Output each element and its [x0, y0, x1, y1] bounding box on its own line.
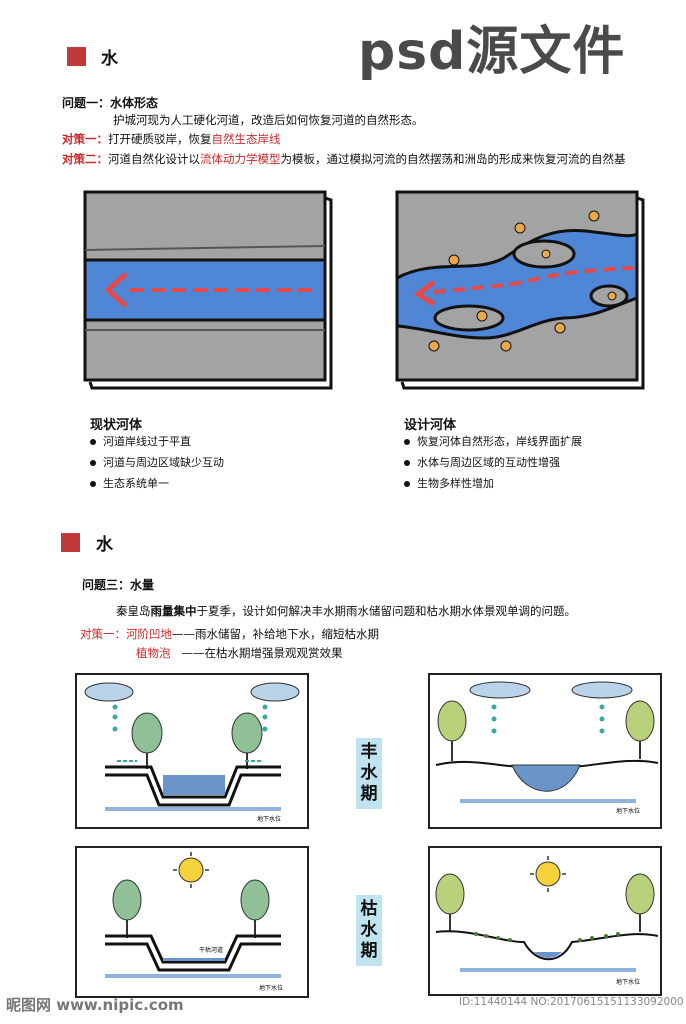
strategy-3-label: 对策一：	[80, 627, 126, 641]
strategy-2-text-b: 为模板，通过模拟河流的自然摆荡和洲岛的形成来恢复河流的自然基	[280, 152, 626, 166]
intro-a: 秦皇岛	[116, 604, 151, 618]
dry-season-tag: 枯水期	[356, 895, 382, 966]
dry-season-label: 枯水期	[360, 899, 378, 961]
question-3-intro: 秦皇岛雨量集中于夏季，设计如何解决丰水期雨水储留问题和枯水期水体景观单调的问题。	[116, 603, 576, 619]
design-river-list: 恢复河体自然形态，岸线界面扩展 水体与周边区域的互动性增强 生物多样性增加	[404, 431, 582, 494]
strategy-2-highlight: 流体动力学模型	[200, 152, 281, 166]
section-marker-2	[61, 533, 80, 552]
list-item: 恢复河体自然形态，岸线界面扩展	[404, 431, 582, 452]
intro-b: 于夏季，设计如何解决丰水期雨水储留问题和枯水期水体景观单调的问题。	[196, 604, 577, 618]
question-1-intro: 护城河现为人工硬化河道，改造后如何恢复河道的自然形态。	[113, 113, 424, 127]
footer-site: 昵图网 www.nipic.com	[6, 996, 184, 1014]
dry-season-natural-diagram: 地下水位	[435, 856, 659, 986]
strategy-2-text-a: 河道自然化设计以	[108, 152, 200, 166]
current-river-title: 现状河体	[90, 418, 143, 433]
strategy-3-item1-red: 河阶凹地	[126, 627, 172, 641]
strategy-3-item2-text: ——在枯水期增强景观观赏效果	[181, 646, 343, 660]
strategy-1-text: 打开硬质驳岸，恢复	[108, 132, 212, 146]
wet-season-channel-panel: 地下水位	[75, 673, 309, 829]
list-item: 生态系统单一	[90, 473, 224, 494]
strategy-3-line1: 对策一：河阶凹地——雨水储留，补给地下水，缩短枯水期	[80, 626, 379, 642]
wet-season-tag: 丰水期	[356, 738, 382, 809]
list-item: 生物多样性增加	[404, 473, 582, 494]
strategy-3-item2-red: 植物泡	[136, 646, 171, 660]
section-title: 水	[101, 49, 118, 69]
strategy-1: 对策一：打开硬质驳岸，恢复自然生态岸线	[62, 131, 281, 147]
list-item: 河道与周边区域缺少互动	[90, 452, 224, 473]
strategy-1-label: 对策一：	[62, 132, 108, 146]
watermark-text: psd源文件	[358, 22, 626, 82]
groundwater-label: 地下水位	[257, 815, 281, 823]
design-river-title: 设计河体	[404, 418, 457, 433]
groundwater-label: 地下水位	[616, 807, 640, 815]
dry-channel-label: 干枯河道	[199, 946, 223, 954]
strategy-1-highlight: 自然生态岸线	[211, 132, 281, 146]
section-title-2: 水	[96, 535, 113, 555]
strategy-2-label: 对策二：	[62, 152, 108, 166]
footer-id: ID:11440144 NO:20170615151133092000	[459, 996, 684, 1008]
question-1: 问题一：水体形态	[62, 96, 159, 110]
wet-season-label: 丰水期	[360, 742, 378, 804]
current-river-list: 河道岸线过于平直 河道与周边区域缺少互动 生态系统单一	[90, 431, 224, 494]
list-item: 水体与周边区域的互动性增强	[404, 452, 582, 473]
intro-bold: 雨量集中	[150, 604, 197, 618]
groundwater-label: 地下水位	[259, 984, 283, 992]
wet-season-natural-panel: 地下水位	[428, 673, 662, 829]
current-river-sketch	[83, 190, 333, 390]
question-3: 问题三：水量	[82, 578, 155, 592]
groundwater-label: 地下水位	[616, 978, 640, 986]
strategy-2: 对策二：河道自然化设计以流体动力学模型为模板，通过模拟河流的自然摆荡和洲岛的形成…	[62, 151, 684, 167]
strategy-3-line2: 植物泡 ——在枯水期增强景观观赏效果	[136, 645, 342, 661]
dry-season-channel-panel: 干枯河道 地下水位	[75, 846, 309, 998]
section-marker	[67, 47, 86, 66]
design-river-sketch	[395, 190, 645, 390]
list-item: 河道岸线过于平直	[90, 431, 224, 452]
wet-season-natural-diagram: 地下水位	[435, 681, 659, 815]
strategy-3-item1-text: ——雨水储留，补给地下水，缩短枯水期	[172, 627, 379, 641]
dry-season-channel-diagram: 干枯河道 地下水位	[105, 852, 283, 992]
wet-season-channel-diagram: 地下水位	[84, 682, 300, 823]
dry-season-natural-panel: 地下水位	[428, 846, 662, 996]
